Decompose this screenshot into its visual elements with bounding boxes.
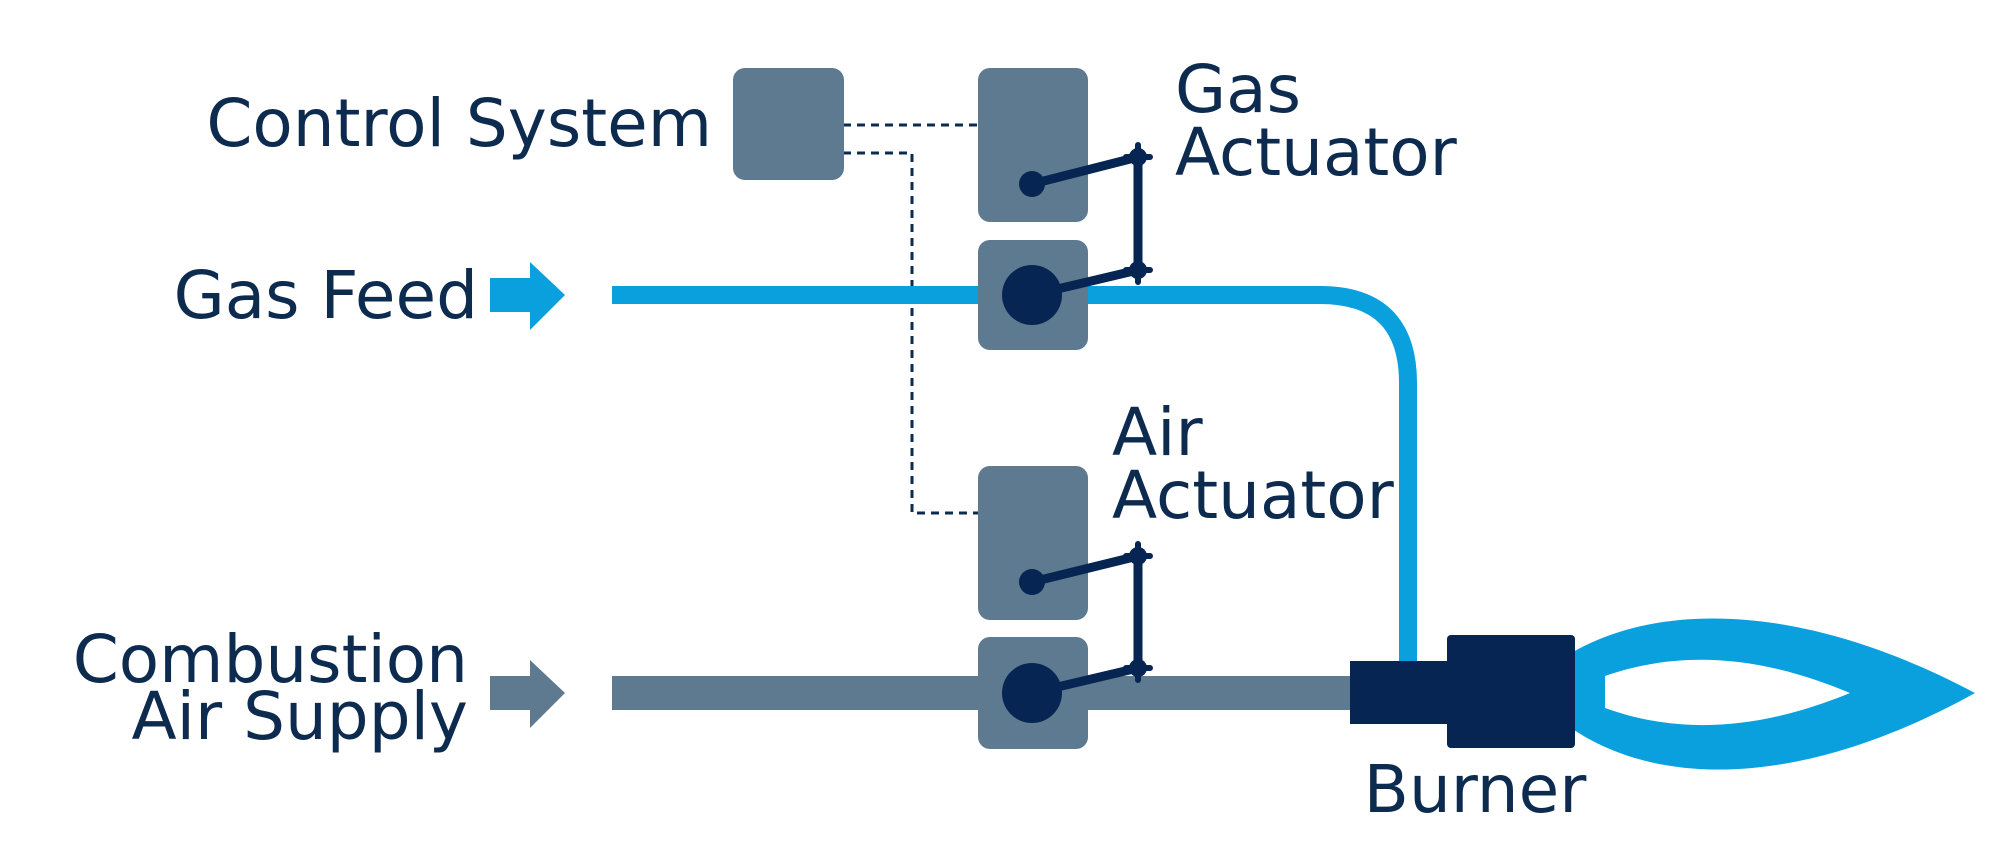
burner-body [1447, 635, 1575, 748]
control-system-label: Control System [206, 85, 712, 162]
air-actuator-label-line1: Air [1112, 394, 1203, 471]
air-actuator-box [978, 466, 1088, 620]
gas-actuator-label-line1: Gas [1175, 51, 1301, 128]
combustion-air-label-line1: Combustion [73, 621, 468, 698]
flame-icon [1560, 618, 1975, 770]
air-actuator-linkage [1027, 551, 1143, 698]
gas-joint-upper-dot [1129, 148, 1147, 166]
air-supply-arrow-icon [490, 660, 565, 728]
air-actuator-label-line2: Actuator [1112, 457, 1395, 534]
gas-feed-label: Gas Feed [174, 257, 478, 334]
control-to-air-actuator-line [843, 151, 978, 515]
air-joint-upper-dot [1129, 547, 1147, 565]
burner-label: Burner [1364, 751, 1588, 828]
gas-joint-lower-dot [1129, 261, 1147, 279]
gas-actuator-label-line2: Actuator [1175, 114, 1458, 191]
burner [1350, 635, 1575, 748]
gas-feed-arrow-icon [490, 262, 565, 330]
gas-actuator-linkage [1027, 152, 1143, 300]
combustion-air-label-line2: Air Supply [131, 678, 468, 755]
control-system-box [733, 68, 844, 180]
air-actuator [978, 466, 1153, 749]
gas-actuator-box [978, 68, 1088, 222]
air-joint-lower-dot [1129, 659, 1147, 677]
burner-inlet [1350, 661, 1460, 724]
control-signal-lines [843, 123, 978, 515]
gas-actuator [978, 68, 1153, 350]
gas-feed-pipe [612, 286, 1417, 670]
